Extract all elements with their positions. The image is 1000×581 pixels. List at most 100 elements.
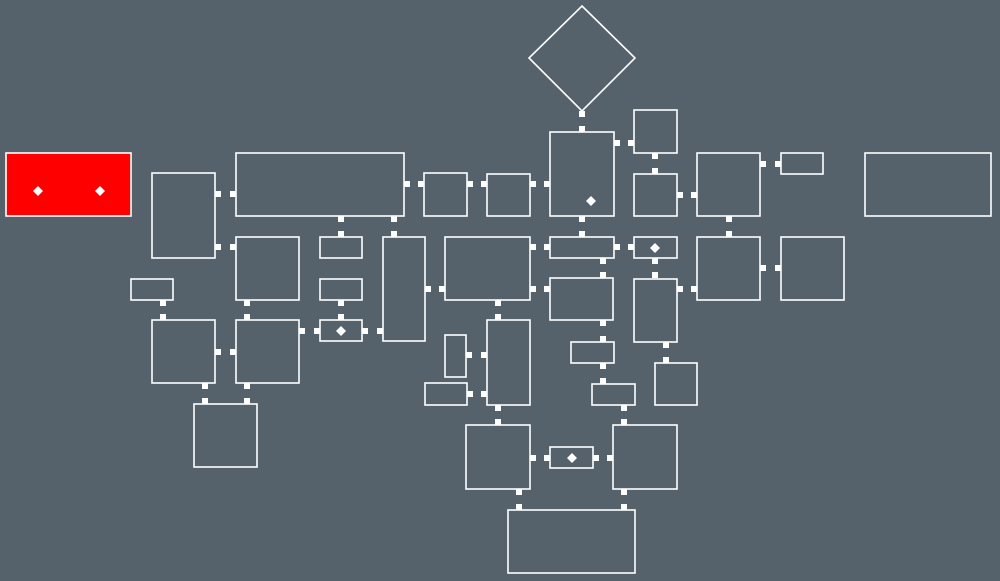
door-icon (481, 352, 487, 358)
door-icon (544, 181, 550, 187)
door-icon (244, 383, 250, 389)
door-icon (467, 391, 473, 397)
door-icon (338, 314, 344, 320)
door-icon (775, 161, 781, 167)
door-icon (652, 168, 658, 174)
map-room[interactable] (424, 382, 468, 406)
map-room[interactable] (130, 278, 174, 301)
door-icon (614, 140, 620, 146)
door-icon (544, 244, 550, 250)
door-icon (600, 258, 606, 264)
map-room[interactable] (696, 152, 761, 217)
door-icon (600, 363, 606, 369)
door-icon (338, 231, 344, 237)
map-room[interactable] (507, 509, 636, 574)
door-icon (418, 181, 424, 187)
map-room[interactable] (570, 341, 615, 364)
map-room[interactable] (549, 236, 615, 259)
map-room[interactable] (633, 109, 678, 154)
door-icon (481, 391, 487, 397)
door-icon (663, 342, 669, 348)
door-icon (230, 349, 236, 355)
door-icon (439, 286, 445, 292)
door-icon (244, 300, 250, 306)
door-icon (530, 244, 536, 250)
map-room[interactable] (696, 236, 761, 301)
door-icon (495, 405, 501, 411)
door-icon (652, 272, 658, 278)
door-icon (691, 192, 697, 198)
door-icon (614, 244, 620, 250)
map-room[interactable] (319, 278, 363, 301)
map-room[interactable] (549, 277, 614, 321)
map-room[interactable] (444, 236, 531, 301)
door-icon (495, 419, 501, 425)
map-room[interactable] (486, 319, 531, 406)
map-room[interactable] (633, 173, 678, 217)
door-icon (621, 419, 627, 425)
map-room[interactable] (486, 173, 531, 217)
map-room[interactable] (780, 236, 845, 301)
door-icon (362, 328, 368, 334)
door-icon (760, 265, 766, 271)
map-room[interactable] (193, 403, 258, 468)
map-room[interactable] (235, 319, 300, 384)
door-icon (775, 265, 781, 271)
door-icon (628, 140, 634, 146)
door-icon (726, 231, 732, 237)
door-icon (495, 300, 501, 306)
diamond-marker-icon (586, 196, 596, 206)
door-icon (215, 191, 221, 197)
map-room[interactable] (549, 131, 615, 217)
door-icon (202, 398, 208, 404)
map-room[interactable] (319, 236, 363, 259)
door-icon (481, 181, 487, 187)
door-icon (338, 216, 344, 222)
door-icon (495, 314, 501, 320)
map-room[interactable] (591, 383, 636, 406)
map-room[interactable] (235, 236, 300, 301)
diamond-marker-icon (95, 186, 105, 196)
map-room[interactable] (235, 152, 405, 217)
door-icon (579, 231, 585, 237)
door-icon (726, 216, 732, 222)
map-room[interactable] (151, 172, 216, 259)
door-icon (600, 320, 606, 326)
diamond-marker-icon (33, 186, 43, 196)
door-icon (677, 286, 683, 292)
door-icon (530, 181, 536, 187)
door-icon (160, 314, 166, 320)
door-icon (244, 314, 250, 320)
map-room[interactable] (780, 152, 824, 175)
map-room[interactable] (444, 334, 467, 378)
door-icon (663, 357, 669, 363)
map-room[interactable] (633, 278, 678, 343)
door-icon (579, 126, 585, 132)
door-icon (516, 489, 522, 495)
diamond-marker-icon (567, 453, 577, 463)
door-icon (677, 192, 683, 198)
map-room[interactable] (612, 424, 678, 490)
map-room[interactable] (465, 424, 531, 490)
door-icon (467, 181, 473, 187)
door-icon (760, 161, 766, 167)
door-icon (628, 244, 634, 250)
door-icon (391, 216, 397, 222)
door-icon (621, 504, 627, 510)
door-icon (600, 272, 606, 278)
map-room[interactable] (423, 172, 468, 217)
door-icon (579, 216, 585, 222)
current-room[interactable] (5, 152, 132, 217)
map-room[interactable] (382, 236, 426, 342)
door-icon (404, 181, 410, 187)
door-icon (593, 455, 599, 461)
door-icon (544, 286, 550, 292)
diamond-room[interactable] (527, 4, 637, 113)
door-icon (621, 405, 627, 411)
door-icon (516, 504, 522, 510)
map-room[interactable] (654, 362, 698, 406)
door-icon (425, 286, 431, 292)
diamond-marker-icon (336, 326, 346, 336)
map-room[interactable] (864, 152, 992, 217)
map-room[interactable] (151, 319, 216, 384)
